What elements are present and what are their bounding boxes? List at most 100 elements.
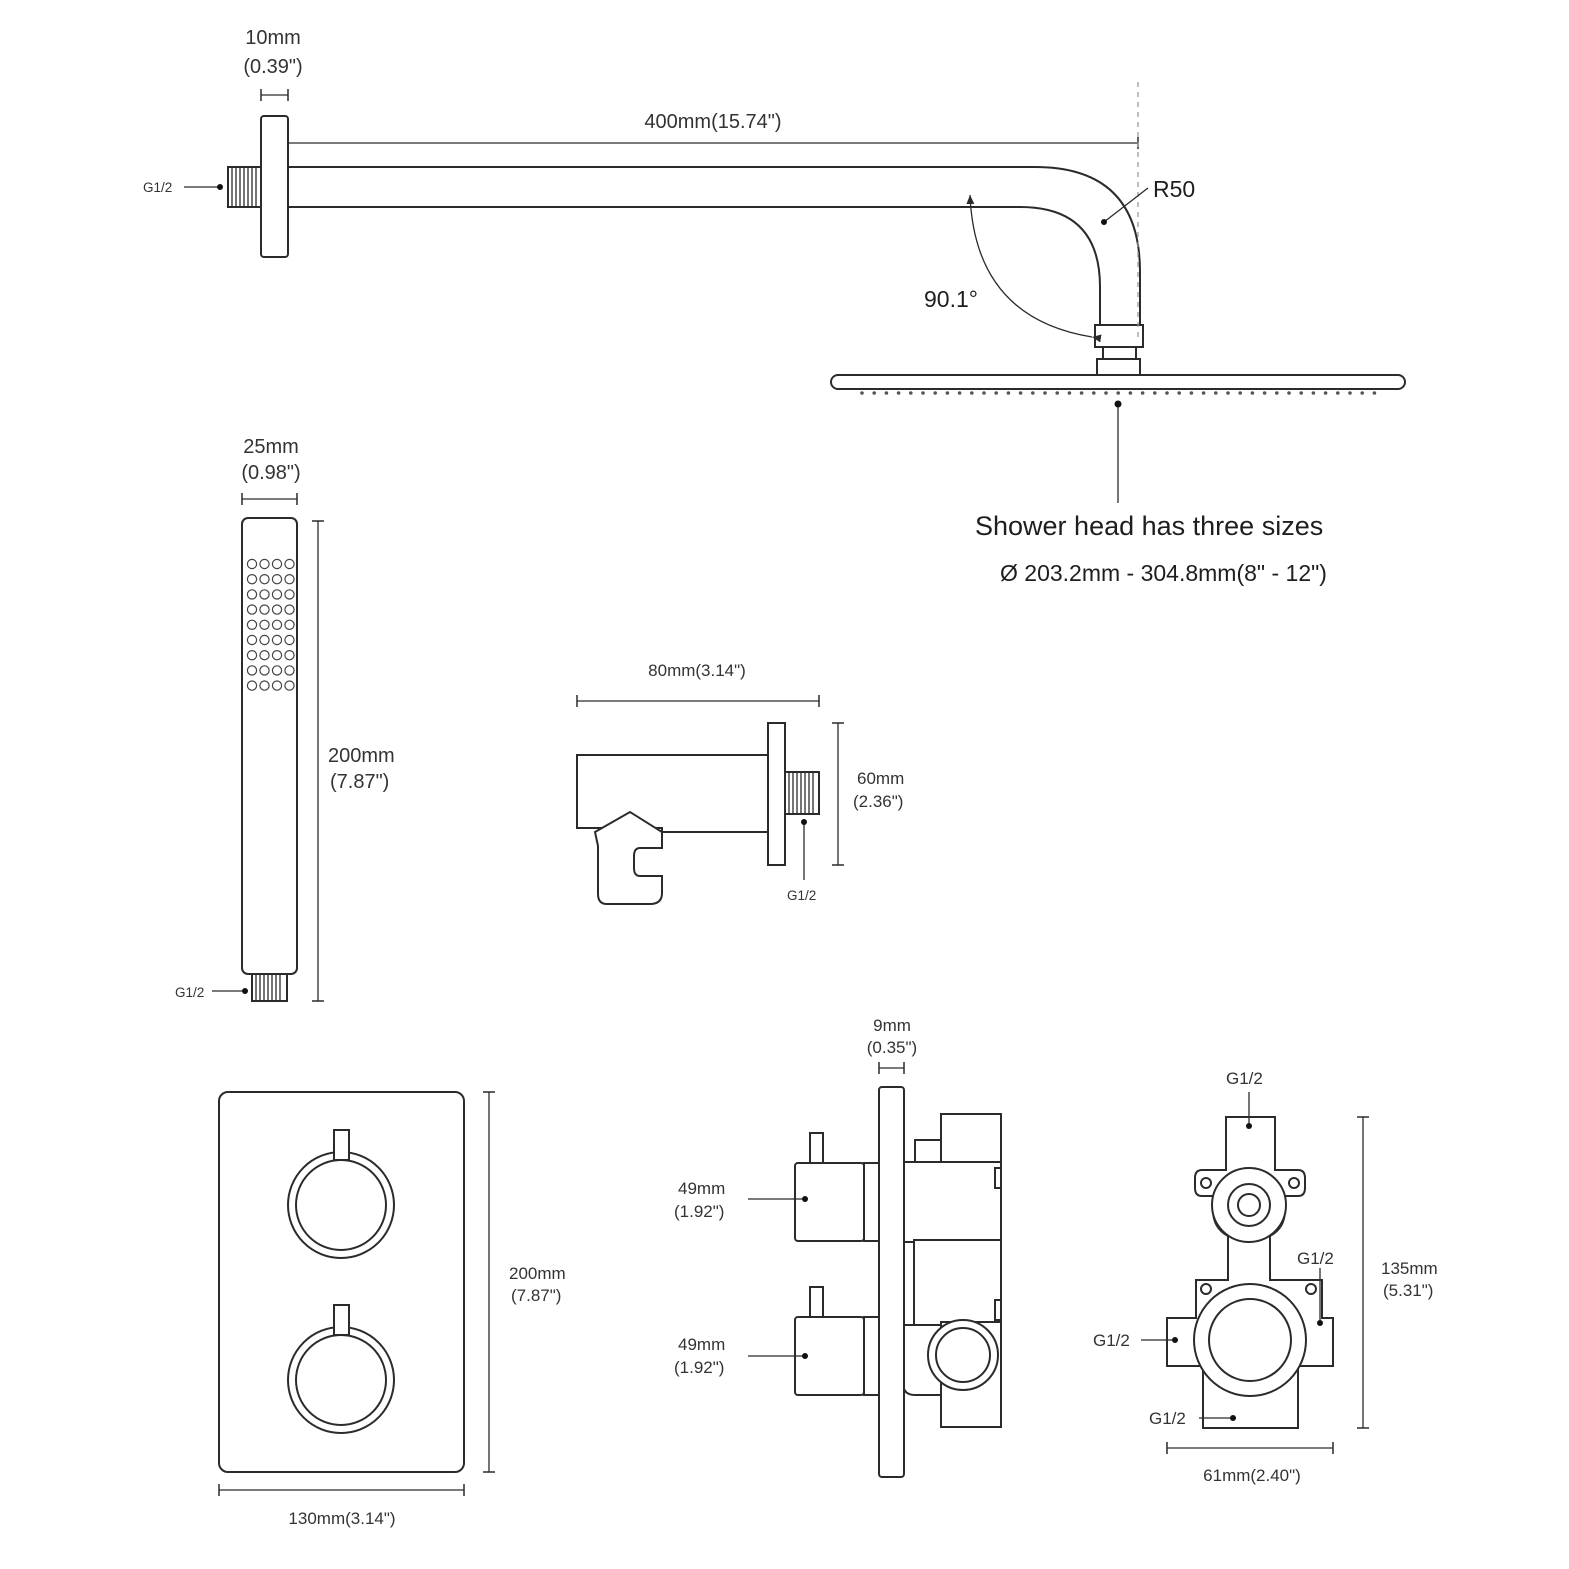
bottom-handle-lever <box>333 1304 350 1336</box>
head-dot <box>1114 400 1122 408</box>
arm-thread-lines <box>231 167 257 207</box>
hand-nozzle <box>259 619 270 631</box>
nozzle <box>921 391 925 395</box>
valve-body <box>1166 1116 1334 1429</box>
hand-shower-thread-lines <box>255 974 281 1001</box>
valve-top-port-mid <box>1227 1183 1271 1227</box>
arm-thread-label: G1/2 <box>143 180 172 195</box>
nozzle <box>1262 391 1267 395</box>
valve-outlet-ring-inner <box>935 1327 991 1383</box>
trim-plate <box>218 1091 465 1473</box>
arm-nut <box>1094 324 1144 348</box>
nozzle <box>860 391 864 395</box>
nozzle <box>1336 391 1340 395</box>
nozzle <box>1067 391 1072 395</box>
plate-thickness-in-label: (0.35") <box>867 1038 917 1057</box>
hand-nozzle <box>259 589 270 600</box>
valve-rear-nub-2 <box>994 1299 1002 1321</box>
hand-nozzle <box>246 634 258 646</box>
hand-nozzle <box>259 558 270 570</box>
hand-length-in-label: (7.87") <box>330 771 389 793</box>
radius-label: R50 <box>1153 176 1195 202</box>
outlet-length-label: 80mm(3.14") <box>648 661 746 680</box>
angle-label: 90.1° <box>924 286 978 312</box>
hand-nozzle <box>271 589 283 600</box>
hand-nozzle <box>259 574 270 585</box>
nozzle <box>1177 391 1181 395</box>
nozzle <box>933 391 937 395</box>
nozzle <box>1275 391 1279 395</box>
hand-nozzle <box>246 665 258 676</box>
nozzle <box>1128 391 1133 395</box>
hand-nozzle <box>259 604 270 615</box>
hand-nozzle <box>271 558 283 570</box>
radius-leader <box>1103 187 1149 223</box>
valve-bottom-port-outer <box>1193 1283 1307 1397</box>
nozzle <box>1287 391 1291 395</box>
shower-head <box>830 374 1406 395</box>
hand-shower-nozzles <box>246 558 295 691</box>
nozzle <box>1018 391 1023 395</box>
hand-nozzle <box>246 558 258 570</box>
valve-plate <box>878 1086 905 1478</box>
nozzle <box>1140 391 1145 395</box>
hand-nozzle <box>284 650 295 661</box>
nozzle <box>1092 391 1096 395</box>
nozzle <box>872 391 876 395</box>
nozzle <box>970 391 974 395</box>
valve-mount-hole-1 <box>1200 1177 1212 1189</box>
top-handle-dot <box>802 1196 808 1202</box>
hand-nozzle <box>271 665 283 676</box>
shower-head-plate <box>830 374 1406 390</box>
hand-nozzle <box>246 680 258 691</box>
port-top-label: G1/2 <box>1226 1069 1263 1088</box>
bottom-handle-label: 49mm <box>678 1335 725 1354</box>
outlet-flange <box>767 722 786 866</box>
hand-thread-label: G1/2 <box>175 985 204 1000</box>
arm-length-label: 400mm(15.74") <box>644 111 781 133</box>
valve-mount-hole-3 <box>1200 1283 1212 1295</box>
shower-arm <box>227 115 1144 376</box>
head-connector <box>1096 358 1141 376</box>
hand-thread-dot <box>242 988 248 994</box>
valve-top-lever <box>809 1132 824 1164</box>
hand-nozzle <box>284 558 295 570</box>
wall-outlet <box>576 722 820 905</box>
valve-mount-hole-2 <box>1288 1177 1300 1189</box>
hand-width-label: 25mm <box>243 436 299 458</box>
hand-nozzle <box>246 650 258 661</box>
nozzle <box>994 391 998 395</box>
hand-nozzle <box>246 619 258 631</box>
arm-thread-dot <box>217 184 223 190</box>
hand-nozzle <box>271 634 283 646</box>
outlet-thread-dot <box>801 819 807 825</box>
valve-rear-body <box>902 1161 1002 1243</box>
nozzle <box>896 391 901 395</box>
nozzle <box>1189 391 1194 395</box>
nozzle <box>1116 391 1120 395</box>
hand-width-in-label: (0.98") <box>241 462 300 484</box>
port-top-dot <box>1246 1123 1252 1129</box>
port-right-dot <box>1317 1320 1323 1326</box>
valve-bottom-port-inner <box>1208 1298 1292 1382</box>
hand-nozzle <box>284 634 295 646</box>
nozzle <box>884 391 889 395</box>
nozzle <box>909 391 913 395</box>
nozzle <box>982 391 986 395</box>
hand-nozzle <box>271 604 283 615</box>
valve-rear-nub <box>994 1167 1002 1189</box>
trim-height-label: 200mm <box>509 1264 566 1283</box>
trim-width-label: 130mm(3.14") <box>288 1509 395 1528</box>
nozzle <box>1006 391 1011 395</box>
arm-pipe <box>288 166 1141 325</box>
nozzle <box>1323 391 1328 395</box>
shower-head-nozzles <box>860 391 1377 395</box>
valve-height-label: 135mm <box>1381 1259 1438 1278</box>
top-handle-label: 49mm <box>678 1179 725 1198</box>
valve-top-handle <box>794 1162 865 1242</box>
nozzle <box>1360 391 1364 395</box>
nozzle <box>1348 391 1352 395</box>
nozzle <box>1079 391 1084 395</box>
bottom-handle-dot <box>802 1353 808 1359</box>
hand-nozzle <box>246 574 258 585</box>
